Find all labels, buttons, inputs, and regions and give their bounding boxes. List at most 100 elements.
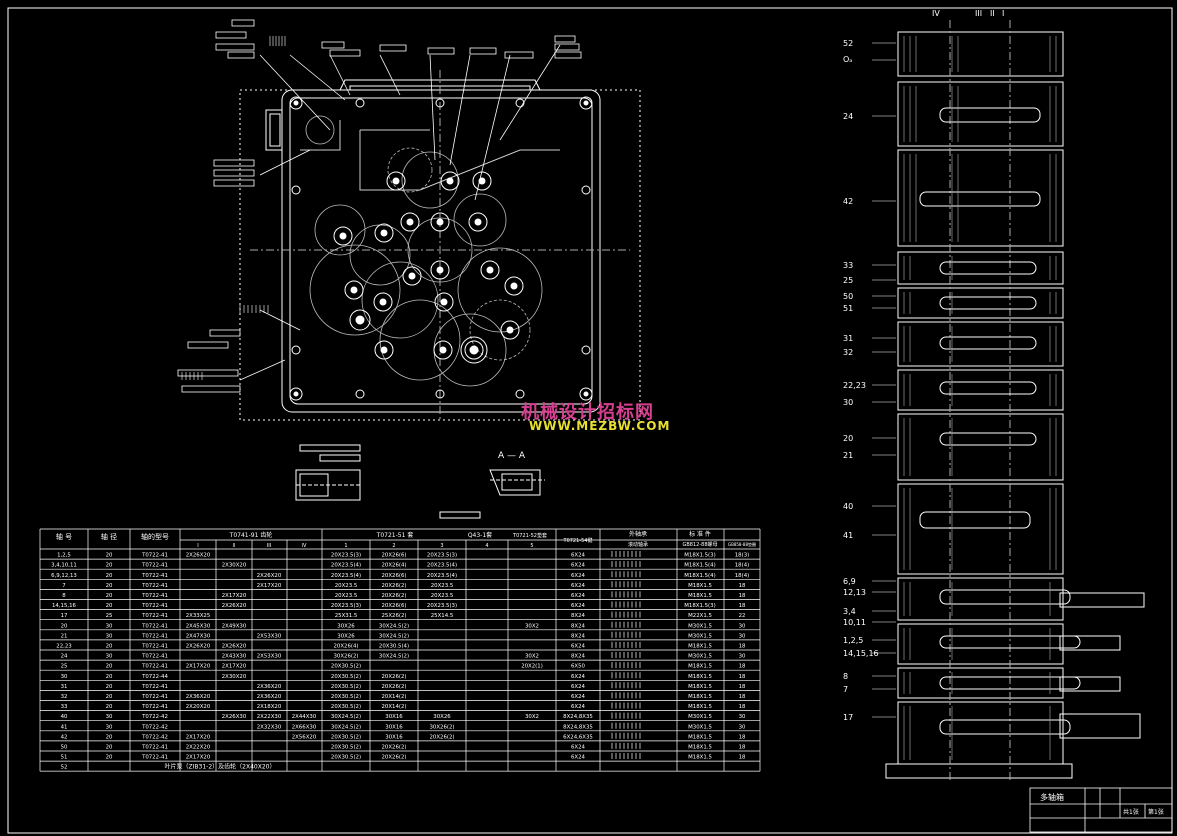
table-cell: 30X24.5(2) xyxy=(379,623,409,629)
table-cell: T0722-41 xyxy=(141,613,168,619)
table-cell: 2X44X30 xyxy=(292,714,317,720)
table-cell: 18 xyxy=(739,734,746,740)
table-cell: 18 xyxy=(739,644,746,650)
table-cell: 8X24,8X35 xyxy=(563,724,593,730)
table-cell: 18 xyxy=(739,583,746,589)
box-front-view xyxy=(239,70,641,421)
table-cell: 20X30.5(2) xyxy=(331,664,361,670)
table-cell: 18 xyxy=(739,704,746,710)
table-cell: T0722-41 xyxy=(141,573,168,579)
table-subheader: 5 xyxy=(530,543,533,549)
shaft-label: 7 xyxy=(843,685,848,694)
table-cell: 18 xyxy=(739,664,746,670)
table-cell: 2X26X20 xyxy=(222,644,247,650)
table-cell: 20 xyxy=(106,553,113,559)
table-cell: 30X26 xyxy=(337,623,355,629)
shaft-label: 30 xyxy=(843,398,853,407)
table-header-sleeves: T0721-51 套 xyxy=(376,531,414,539)
table-cell: 20 xyxy=(106,745,113,751)
table-header-gears: T0741-91 齿轮 xyxy=(229,531,273,539)
table-cell: 20 xyxy=(106,704,113,710)
table-cell: 6X24 xyxy=(571,684,586,690)
table-cell: 20X30.5(2) xyxy=(331,674,361,680)
table-cell: 2X56X20 xyxy=(292,734,317,740)
table-cell: 20 xyxy=(106,734,113,740)
table-cell: 30X26 xyxy=(337,633,355,639)
table-cell: 6X24 xyxy=(571,694,586,700)
table-subheader: 3 xyxy=(440,543,443,549)
shaft-label: 25 xyxy=(843,276,853,285)
table-cell: 6X24 xyxy=(571,593,586,599)
table-cell: M18X1.5 xyxy=(688,593,712,599)
table-cell: 18(4) xyxy=(735,573,750,579)
table-cell: 20X30.5(2) xyxy=(331,684,361,690)
title-sheet-no: 第1张 xyxy=(1148,808,1164,816)
table-cell: 2X66X30 xyxy=(292,724,317,730)
shaft-label: 20 xyxy=(843,434,853,443)
table-cell: 2X26X20 xyxy=(186,553,211,559)
table-cell: 25 xyxy=(61,664,68,670)
shaft-label: 22,23 xyxy=(843,381,866,390)
roman-marks: IV III II I xyxy=(932,9,1004,18)
table-cell: M18X1.5(3) xyxy=(684,553,715,559)
table-cell: 18 xyxy=(739,755,746,761)
table-cell: 6X24 xyxy=(571,745,586,751)
table-header-washer: GB858-88垫圈 xyxy=(728,541,756,547)
table-cell: 2X17X20 xyxy=(186,664,211,670)
shaft-label: 3,4 xyxy=(843,607,856,616)
table-cell: 20X30.5(2) xyxy=(331,745,361,751)
table-subheader: IV xyxy=(302,543,307,549)
table-cell: 2X17X20 xyxy=(186,734,211,740)
table-cell: T0722-41 xyxy=(141,633,168,639)
table-header-model: 轴的型号 xyxy=(141,532,169,541)
table-cell: 25X26(2) xyxy=(381,613,406,619)
table-cell: 20X26(2) xyxy=(381,755,406,761)
table-cell: 30X2 xyxy=(525,714,539,720)
table-cell: 2X26X20 xyxy=(257,573,282,579)
table-header-nut: GB812-88螺母 xyxy=(682,541,717,548)
table-cell: 25X31.5 xyxy=(335,613,358,619)
table-cell: T0722-41 xyxy=(141,755,168,761)
table-cell: 20X26(4) xyxy=(381,563,406,569)
watermark-title: 机械设计招标网 xyxy=(521,402,654,423)
table-cell: M18X1.5 xyxy=(688,755,712,761)
table-cell: 7 xyxy=(62,583,65,589)
table-cell: T0722-42 xyxy=(141,724,168,730)
table-cell: 30 xyxy=(106,724,113,730)
table-cell: M18X1.5(4) xyxy=(684,573,715,579)
table-cell: 30 xyxy=(106,623,113,629)
table-cell: 20X26(4) xyxy=(333,644,358,650)
shaft-label: 14,15,16 xyxy=(843,649,879,658)
table-cell: 20X26(2) xyxy=(381,684,406,690)
table-cell: 8 xyxy=(62,593,66,599)
table-subheader: 1 xyxy=(344,543,347,549)
table-cell: 2X18X20 xyxy=(257,704,282,710)
table-cell: M30X1.5 xyxy=(688,623,712,629)
table-cell: T0722-41 xyxy=(141,563,168,569)
table-cell: 20 xyxy=(106,603,113,609)
table-cell: 20X26(6) xyxy=(381,603,406,609)
table-cell: 20X23.5(3) xyxy=(427,603,457,609)
table-cell: 2X26X20 xyxy=(186,644,211,650)
shaft-label: 50 xyxy=(843,292,853,301)
table-cell: 2X26X30 xyxy=(222,714,247,720)
table-cell: 2X36X20 xyxy=(257,684,282,690)
table-subheader: III xyxy=(267,543,271,549)
title-name: 多轴箱 xyxy=(1040,792,1064,802)
table-cell: 2X36X20 xyxy=(257,694,282,700)
section-label: A — A xyxy=(498,451,526,461)
table-cell: 30 xyxy=(739,623,746,629)
table-cell: 2X22X30 xyxy=(257,714,282,720)
table-cell: M18X1.5(3) xyxy=(684,603,715,609)
shaft-label: 1,2,5 xyxy=(843,636,863,645)
table-cell: 32 xyxy=(61,694,68,700)
table-cell: 18(3) xyxy=(735,553,750,559)
table-cell: 40 xyxy=(61,714,68,720)
leader-lines xyxy=(239,44,561,381)
table-cell: 18 xyxy=(739,745,746,751)
table-cell: 20 xyxy=(106,664,113,670)
table-cell: 30 xyxy=(739,724,746,730)
table-cell: 20 xyxy=(106,755,113,761)
table-cell: 20X26(2) xyxy=(381,745,406,751)
